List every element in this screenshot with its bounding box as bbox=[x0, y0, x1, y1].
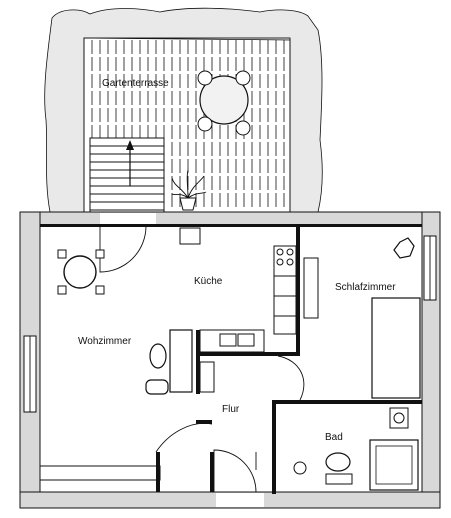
room-label-living: Wohzimmer bbox=[78, 336, 132, 347]
room-label-hall: Flur bbox=[222, 404, 240, 415]
dining-table-icon bbox=[57, 249, 105, 295]
interior-walls bbox=[40, 224, 422, 494]
bedroom-furniture bbox=[303, 237, 421, 399]
door-swings bbox=[99, 225, 305, 493]
room-label-terrace: Gartenterrasse bbox=[102, 78, 169, 89]
round-table-icon bbox=[197, 70, 251, 136]
room-label-bath: Bad bbox=[325, 432, 343, 443]
room-label-bedroom: Schlafzimmer bbox=[335, 282, 396, 293]
windows bbox=[23, 227, 437, 481]
stairs-icon bbox=[89, 137, 165, 213]
room-label-kitchen: Küche bbox=[194, 276, 223, 287]
hall-cabinet bbox=[199, 361, 215, 393]
garden-hedge bbox=[44, 7, 323, 213]
potted-plant-icon bbox=[171, 169, 207, 211]
bath-fixtures bbox=[293, 407, 419, 491]
armchair-icon bbox=[145, 329, 193, 395]
kitchen-counter bbox=[199, 245, 297, 353]
